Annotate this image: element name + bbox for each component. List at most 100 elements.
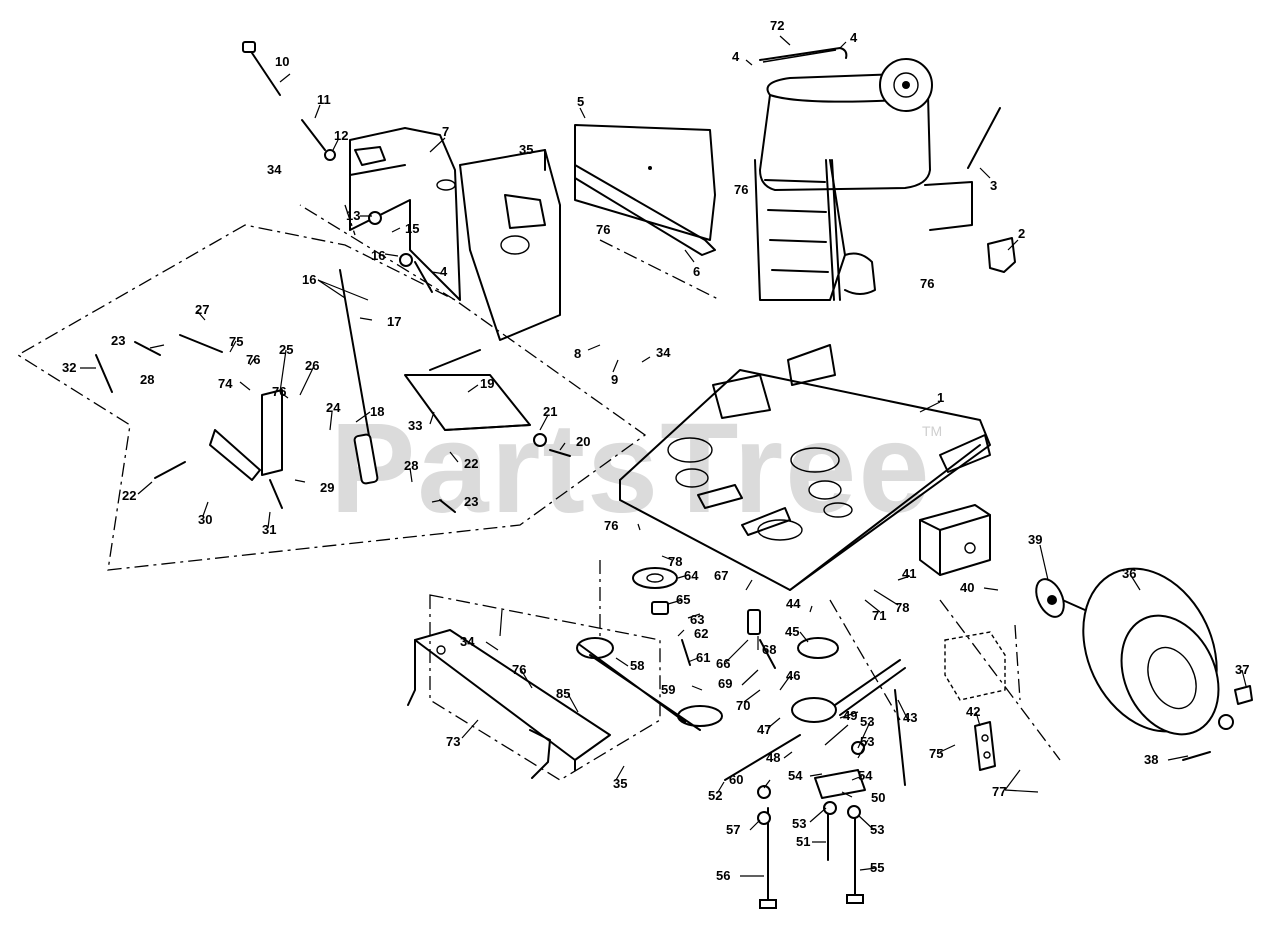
callout-4a: 4	[732, 49, 740, 64]
callout-23a: 23	[111, 333, 125, 348]
callout-22b: 22	[122, 488, 136, 503]
callout-3: 3	[990, 178, 997, 193]
callout-15: 15	[405, 221, 419, 236]
callout-27: 27	[195, 302, 209, 317]
callout-28b: 28	[404, 458, 418, 473]
callout-76e: 76	[920, 276, 934, 291]
callout-43: 43	[903, 710, 917, 725]
callout-64: 64	[684, 568, 699, 583]
side-bracket-and-transmission	[944, 631, 1006, 771]
callout-28a: 28	[140, 372, 154, 387]
callout-2: 2	[1018, 226, 1025, 241]
callout-40: 40	[960, 580, 974, 595]
callout-48: 48	[766, 750, 780, 765]
callout-78b: 85	[556, 686, 570, 701]
callout-76a: 76	[246, 352, 260, 367]
callout-34b: 34	[656, 345, 671, 360]
callout-35a: 35	[519, 142, 533, 157]
callout-53b: 53	[860, 734, 874, 749]
leader-lines	[80, 35, 1247, 877]
callout-37: 37	[1235, 662, 1249, 677]
callout-44: 44	[786, 596, 801, 611]
callout-19: 19	[480, 376, 494, 391]
callout-47: 47	[757, 722, 771, 737]
callout-77: 78	[895, 600, 909, 615]
callout-38: 38	[1144, 752, 1158, 767]
watermark-trademark: TM	[922, 423, 942, 439]
callout-63: 63	[690, 612, 704, 627]
callout-53a: 53	[860, 714, 874, 729]
callout-30: 30	[198, 512, 212, 527]
callout-16a: 16	[371, 248, 385, 263]
callout-56: 56	[716, 868, 730, 883]
callout-53d: 53	[870, 822, 884, 837]
callout-58: 58	[630, 658, 644, 673]
callout-4c: 4	[440, 264, 448, 279]
callout-10: 10	[275, 54, 289, 69]
callout-65: 65	[676, 592, 690, 607]
callout-42: 42	[966, 704, 980, 719]
callout-72: 72	[770, 18, 784, 33]
callout-61: 61	[696, 650, 710, 665]
callout-52: 52	[708, 788, 722, 803]
callout-46: 46	[786, 668, 800, 683]
callout-22a: 22	[464, 456, 478, 471]
callout-18: 18	[370, 404, 384, 419]
callout-8: 8	[574, 346, 581, 361]
callout-59: 59	[661, 682, 675, 697]
subassembly-outlines	[16, 204, 1061, 781]
callout-50: 50	[871, 790, 885, 805]
callout-11: 11	[317, 92, 331, 107]
callout-45: 45	[785, 624, 799, 639]
callout-24: 24	[326, 400, 341, 415]
rear-wheel	[1035, 567, 1253, 761]
callout-76b: 76	[272, 384, 286, 399]
callout-numbers: 1 2 3 4 4 4 5 6 7 8 9 10 11 12 13 15 16 …	[62, 18, 1249, 883]
callout-6: 6	[693, 264, 700, 279]
callout-7: 7	[442, 124, 449, 139]
callout-70: 70	[736, 698, 750, 713]
callout-33: 33	[408, 418, 422, 433]
callout-75b: 75	[929, 746, 943, 761]
engine	[754, 47, 1016, 301]
callout-26: 26	[305, 358, 319, 373]
callout-54a: 54	[788, 768, 803, 783]
callout-36: 36	[1122, 566, 1136, 581]
callout-71: 71	[872, 608, 886, 623]
callout-76f: 76	[604, 518, 618, 533]
callout-34c: 34	[460, 634, 475, 649]
callout-21: 21	[543, 404, 557, 419]
callout-60: 60	[729, 772, 743, 787]
callout-68: 68	[762, 642, 776, 657]
callout-4b: 4	[850, 30, 858, 45]
callout-32: 32	[62, 360, 76, 375]
callout-31: 31	[262, 522, 276, 537]
callout-20: 20	[576, 434, 590, 449]
callout-73: 73	[446, 734, 460, 749]
callout-1: 1	[937, 390, 944, 405]
callout-78a: 78	[668, 554, 682, 569]
callout-69: 69	[718, 676, 732, 691]
drive-linkage	[95, 41, 571, 513]
callout-76c: 76	[596, 222, 610, 237]
callout-13: 13	[346, 208, 360, 223]
callout-75a: 75	[229, 334, 243, 349]
callout-23b: 23	[464, 494, 478, 509]
callout-35b: 35	[613, 776, 627, 791]
callout-74: 74	[218, 376, 233, 391]
callout-62: 62	[694, 626, 708, 641]
callout-76h: 77	[992, 784, 1006, 799]
callout-5: 5	[577, 94, 584, 109]
callout-67: 67	[714, 568, 728, 583]
callout-12: 12	[334, 128, 348, 143]
callout-16b: 16	[302, 272, 316, 287]
callout-34a: 34	[267, 162, 282, 177]
callout-49: 49	[843, 708, 857, 723]
callout-55: 55	[870, 860, 884, 875]
callout-54b: 54	[858, 768, 873, 783]
callout-25: 25	[279, 342, 293, 357]
pulleys-and-belts	[576, 567, 906, 909]
callout-17: 17	[387, 314, 401, 329]
